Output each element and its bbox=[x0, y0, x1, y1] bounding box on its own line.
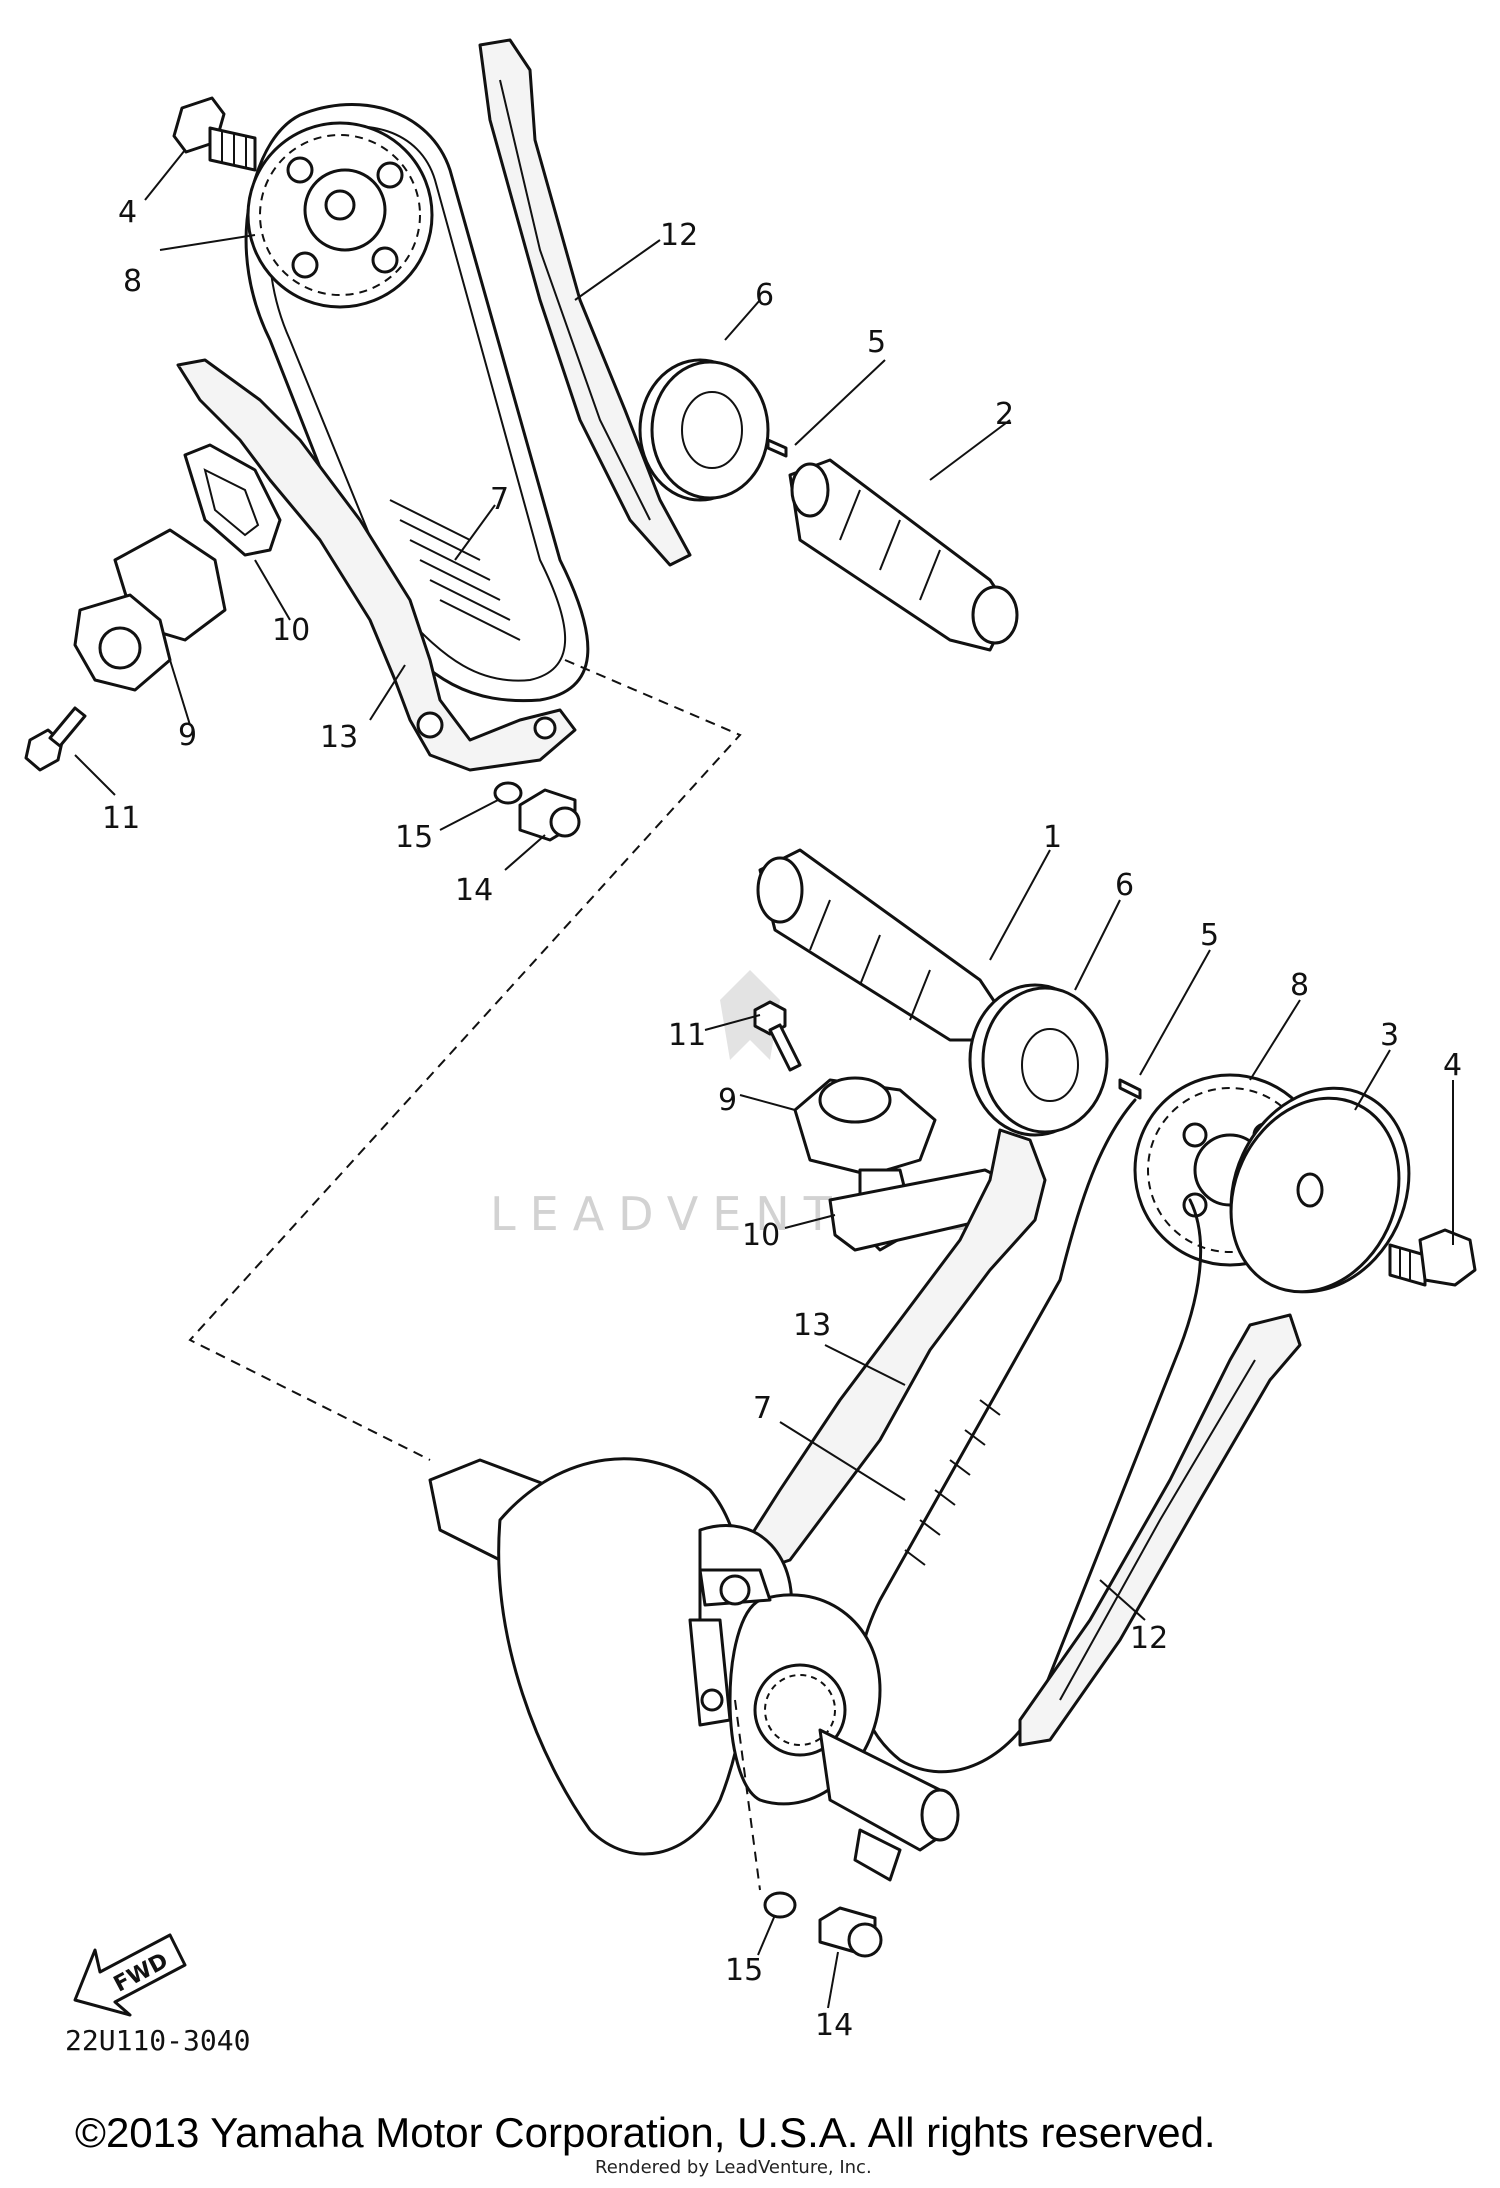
upper-cam-plate bbox=[638, 358, 770, 502]
upper-callout-11: 11 bbox=[102, 801, 140, 836]
lower-callout-3: 3 bbox=[1380, 1018, 1399, 1053]
lower-pin bbox=[1118, 1078, 1142, 1100]
upper-chain-guide bbox=[478, 38, 692, 567]
upper-bolt-14 bbox=[518, 788, 581, 842]
lower-bolt-4 bbox=[1388, 1228, 1477, 1287]
rendered-by-notice: Rendered by LeadVenture, Inc. bbox=[595, 2157, 872, 2178]
upper-callout-15: 15 bbox=[395, 820, 433, 855]
lower-crankshaft bbox=[428, 1457, 960, 1882]
upper-leader-lines bbox=[74, 149, 1011, 871]
upper-cam-sprocket bbox=[246, 121, 434, 309]
upper-bolt-4 bbox=[172, 96, 257, 172]
diagram-code: 22U110-3040 bbox=[65, 2024, 250, 2057]
lower-camshaft bbox=[756, 848, 1002, 1042]
lower-callout-11: 11 bbox=[668, 1018, 706, 1053]
upper-tensioner-guide bbox=[176, 358, 577, 772]
upper-to-lower-reference bbox=[188, 659, 742, 1461]
lower-callout-12: 12 bbox=[1130, 1621, 1168, 1656]
lower-tensioner-guide bbox=[743, 1128, 1047, 1572]
lower-washer-reference bbox=[734, 1699, 761, 1891]
upper-callout-5: 5 bbox=[867, 325, 886, 360]
lower-callout-15: 15 bbox=[725, 1953, 763, 1988]
upper-assembly: 4 8 12 6 5 2 7 10 9 11 13 15 14 bbox=[24, 38, 1019, 1461]
upper-callout-4: 4 bbox=[118, 195, 137, 230]
forward-direction-arrow: FWD bbox=[73, 1933, 187, 2017]
copyright-notice: ©2013 Yamaha Motor Corporation, U.S.A. A… bbox=[75, 2109, 1216, 2156]
upper-callout-8: 8 bbox=[123, 264, 142, 299]
upper-callout-9: 9 bbox=[178, 718, 197, 753]
lower-callout-10: 10 bbox=[742, 1218, 780, 1253]
upper-callout-12: 12 bbox=[660, 218, 698, 253]
lower-callout-14: 14 bbox=[815, 2008, 853, 2043]
upper-screw-11 bbox=[24, 706, 87, 772]
lower-callout-1: 1 bbox=[1043, 820, 1062, 855]
upper-callout-10: 10 bbox=[272, 613, 310, 648]
lower-bolt-14 bbox=[818, 1906, 883, 1958]
lower-callout-9: 9 bbox=[718, 1083, 737, 1118]
upper-callout-13: 13 bbox=[320, 720, 358, 755]
lower-leader-lines bbox=[704, 849, 1454, 2009]
lower-callout-4: 4 bbox=[1443, 1048, 1462, 1083]
upper-callout-14: 14 bbox=[455, 873, 493, 908]
upper-callout-2: 2 bbox=[995, 397, 1014, 432]
lower-cam-chain bbox=[858, 1098, 1203, 1774]
upper-callout-6: 6 bbox=[755, 278, 774, 313]
upper-callout-7: 7 bbox=[490, 482, 509, 517]
upper-tensioner bbox=[73, 528, 227, 692]
upper-washer-15 bbox=[493, 781, 523, 805]
lower-washer-15 bbox=[763, 1891, 797, 1919]
lower-callout-8: 8 bbox=[1290, 968, 1309, 1003]
lower-screw-11 bbox=[753, 1000, 802, 1072]
lower-assembly: 1 6 5 8 3 4 11 9 10 13 7 12 15 14 bbox=[428, 820, 1477, 2043]
upper-chain-links bbox=[389, 499, 521, 641]
lower-chain-guide bbox=[1018, 1313, 1302, 1747]
lower-chain-links bbox=[904, 1399, 1001, 1566]
lower-cam-plate bbox=[968, 983, 1109, 1137]
lower-tensioner-linkage bbox=[688, 1568, 772, 1727]
watermark-logo bbox=[720, 970, 780, 1060]
upper-pin bbox=[766, 438, 788, 458]
lower-callout-7: 7 bbox=[753, 1391, 772, 1426]
upper-camshaft bbox=[788, 458, 1019, 652]
lower-callout-5: 5 bbox=[1200, 918, 1219, 953]
lower-callout-6: 6 bbox=[1115, 868, 1134, 903]
lower-callout-13: 13 bbox=[793, 1308, 831, 1343]
